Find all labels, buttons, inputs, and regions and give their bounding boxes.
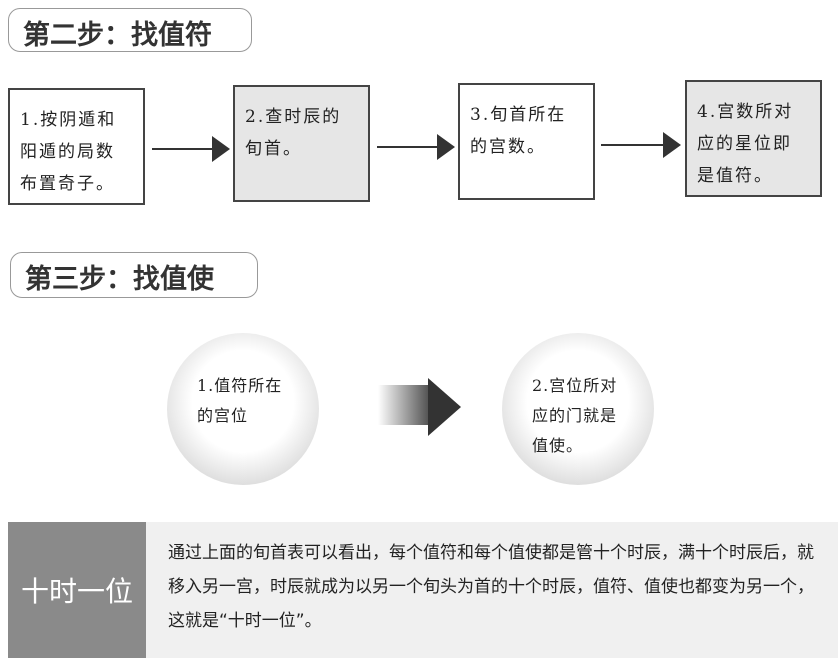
step3-circle-2: 2.宫位所对应的门就是值使。 <box>502 333 654 485</box>
note-text: 通过上面的旬首表可以看出，每个值符和每个值使都是管十个时辰，满十个时辰后，就移入… <box>146 522 838 658</box>
step3-heading: 第三步：找值使 <box>10 252 258 298</box>
arrow-right-icon <box>377 134 455 160</box>
note-label: 十时一位 <box>8 522 146 658</box>
arrow-right-icon <box>601 132 681 158</box>
step3-circle-1: 1.值符所在的宫位 <box>167 333 319 485</box>
step2-box-2: 2.查时辰的旬首。 <box>233 85 370 202</box>
arrow-right-icon <box>152 136 230 162</box>
step2-box-4: 4.宫数所对应的星位即是值符。 <box>685 80 822 197</box>
step2-box-3: 3.旬首所在的宫数。 <box>458 83 595 200</box>
step2-box-1: 1.按阴遁和阳遁的局数布置奇子。 <box>8 88 145 205</box>
gradient-arrow-head-icon <box>428 378 461 436</box>
step2-heading: 第二步：找值符 <box>8 8 252 52</box>
gradient-arrow-icon <box>378 385 428 425</box>
